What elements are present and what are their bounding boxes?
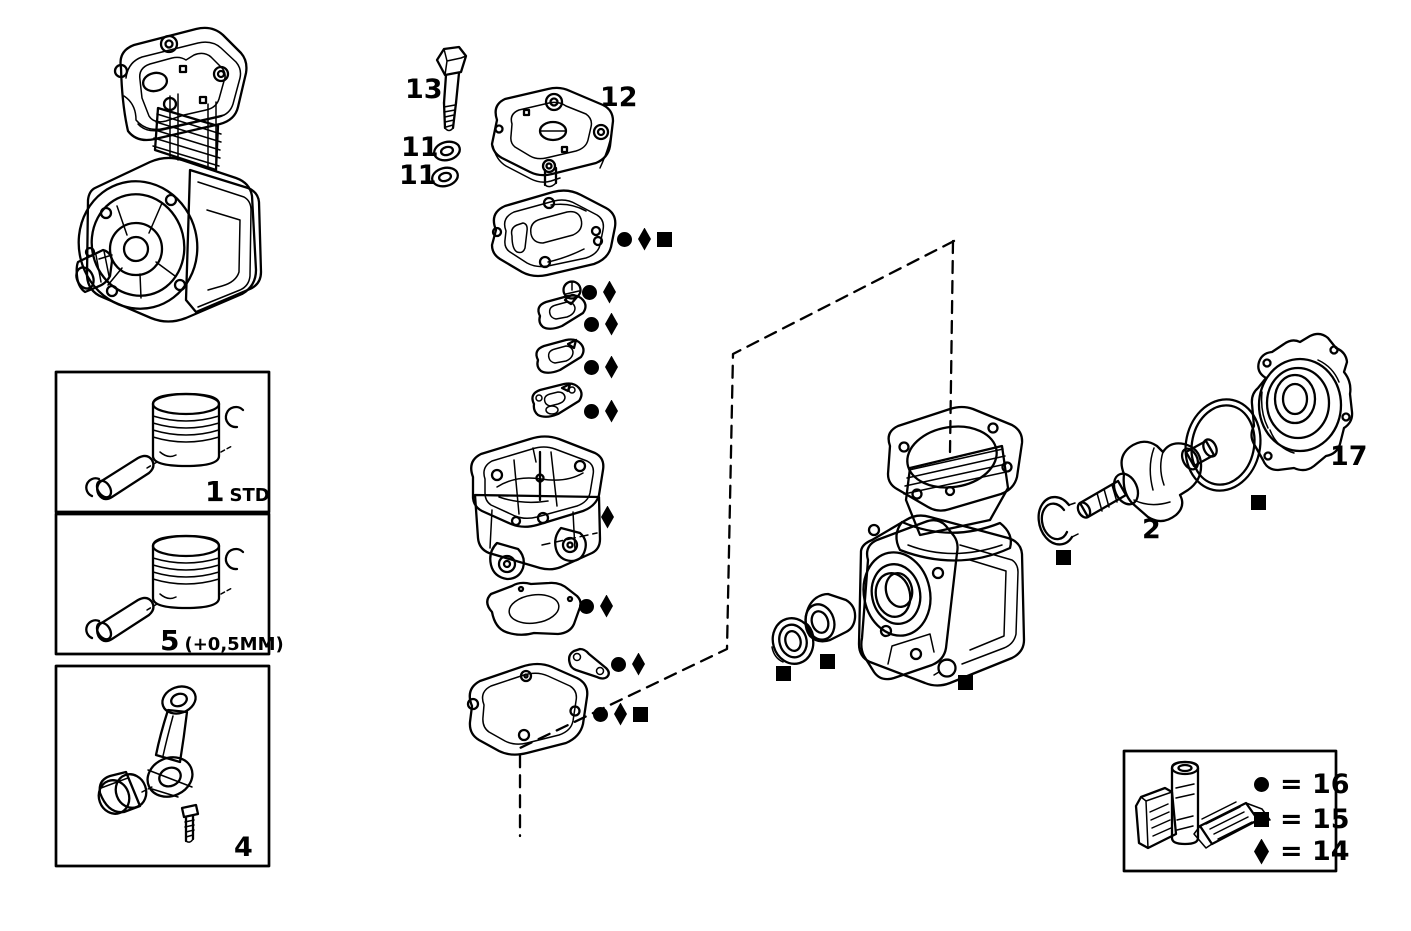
square-marker-icon [1254,812,1269,827]
label-piston-kit-oversize: 5 (+0,5MM) [160,627,284,655]
diamond-marker-icon [614,702,627,726]
head-gasket-drawing [490,189,617,278]
markers-valve-plate-1 [584,312,618,336]
circle-marker-icon [582,284,597,300]
label-piston-kit-std: 1 STD [205,478,270,506]
crankshaft-drawing [1076,438,1218,523]
legend-diamond-symbol [1254,838,1269,865]
conrod-kit-box [54,664,271,868]
markers-head-gasket [617,227,672,251]
circle-marker-icon [617,231,632,247]
diamond-marker-icon [605,399,618,423]
markers-snap-ring [1056,545,1071,569]
middle-gasket-drawing [486,581,582,636]
end-cover-drawing [1250,332,1354,472]
markers-middle-gasket [579,594,613,618]
circle-marker-icon [579,598,594,614]
label-bolt: 13 [405,74,443,105]
diamond-marker-icon [632,652,645,676]
markers-valve-plate-2 [584,355,618,379]
markers-base-gasket [593,702,648,726]
square-marker-icon [820,653,835,669]
valve-plate-2-drawing [535,338,585,374]
circle-marker-icon [584,316,599,332]
legend-square-text: = 15 [1280,804,1350,835]
diamond-marker-icon [1254,838,1269,865]
label-head-cover: 12 [600,82,638,113]
square-marker-icon [776,665,791,681]
head-cover-drawing [490,86,615,188]
square-marker-icon [958,674,973,690]
label-washer-bottom: 11 [399,160,437,191]
valve-seat-drawing [562,280,582,300]
crankcase-drawing [857,405,1026,687]
legend-row-circle: = 16 [1254,771,1350,798]
label-crankshaft: 2 [1142,514,1161,545]
piston-kit-os-size: (+0,5MM) [184,634,284,655]
markers-o-ring [1251,490,1266,514]
diamond-marker-icon [601,505,614,529]
markers-valve-seat [582,280,616,304]
kit-boundary-dashed [518,239,956,838]
base-gasket-drawing [466,662,589,756]
markers-bearing-right [820,649,835,673]
legend-square-symbol [1254,808,1269,832]
diamond-marker-icon [638,227,651,251]
legend-box-drawing [1122,749,1338,873]
square-marker-icon [657,231,672,247]
piston-kit-oversize-box [54,512,271,656]
legend-circle-symbol [1254,773,1269,797]
label-conrod-kit: 4 [234,832,253,863]
square-marker-icon [633,706,648,722]
markers-valve-plate-3 [584,399,618,423]
square-marker-icon [1251,494,1266,510]
plug-drawing [933,658,957,678]
piston-kit-std-box [54,370,271,514]
cylinder-head-drawing [470,435,605,581]
snap-ring-drawing [1037,495,1079,546]
diamond-marker-icon [605,312,618,336]
diamond-marker-icon [605,355,618,379]
assembled-compressor-drawing [75,26,263,323]
piston-kit-std-size: STD [229,485,270,506]
markers-cylinder-head [601,505,614,529]
circle-marker-icon [584,403,599,419]
diamond-marker-icon [600,594,613,618]
legend-row-diamond: = 14 [1254,838,1350,865]
diamond-marker-icon [603,280,616,304]
label-end-cover: 17 [1330,441,1368,472]
piston-kit-std-number: 1 [205,475,225,508]
valve-plate-3-drawing [531,382,583,418]
reed-valve-drawing [567,647,610,680]
legend-circle-text: = 16 [1280,769,1350,800]
washer-top-drawing [433,140,461,162]
circle-marker-icon [611,656,626,672]
washer-bottom-drawing [431,166,459,188]
piston-kit-os-number: 5 [160,624,180,657]
markers-bearing-left [776,661,791,685]
legend-row-square: = 15 [1254,806,1350,833]
square-marker-icon [1056,549,1071,565]
circle-marker-icon [593,706,608,722]
circle-marker-icon [1254,777,1269,792]
valve-plate-1-drawing [537,293,587,330]
bolt-drawing [435,45,468,132]
markers-plug [958,670,973,694]
circle-marker-icon [584,359,599,375]
label-washer-top: 11 [401,132,439,163]
legend-diamond-text: = 14 [1280,836,1350,867]
bearing-inner-drawing [804,592,857,643]
markers-reed-valve [611,652,645,676]
